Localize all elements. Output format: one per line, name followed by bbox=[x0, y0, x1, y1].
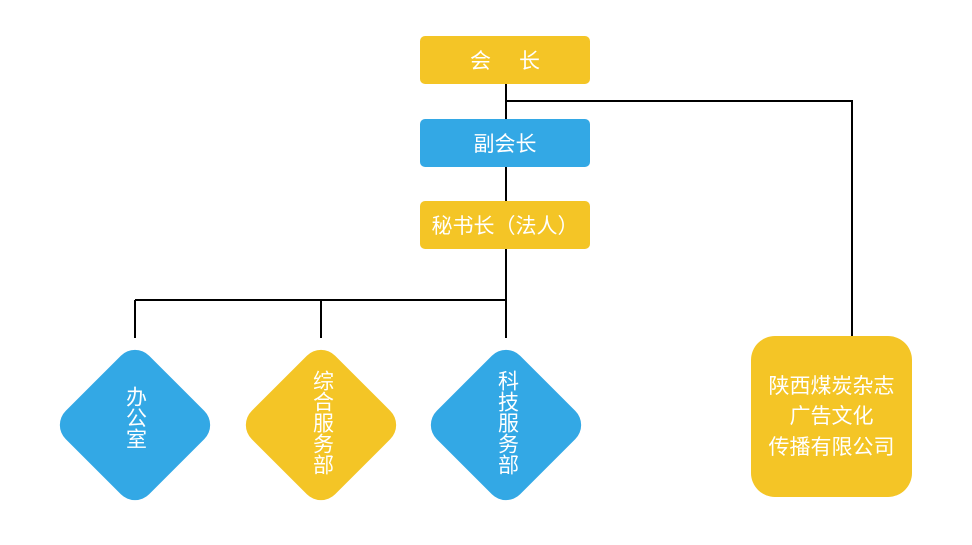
node-tech-services-shape[interactable] bbox=[423, 342, 590, 509]
node-vice-president-label: 副会长 bbox=[473, 132, 537, 156]
department-diamonds bbox=[52, 342, 590, 509]
node-vice-president[interactable]: 副会长 bbox=[420, 119, 590, 167]
node-secretary-general-label: 秘书长（法人） bbox=[431, 214, 579, 238]
connector-president-company bbox=[506, 100, 853, 336]
node-company-label-line2: 广告文化 bbox=[789, 404, 874, 429]
node-general-services-shape[interactable] bbox=[238, 342, 405, 509]
node-company-label-line1: 陕西煤炭杂志 bbox=[768, 373, 895, 398]
node-office-shape[interactable] bbox=[52, 342, 219, 509]
connector-lines bbox=[134, 84, 853, 338]
node-president[interactable]: 会长 bbox=[420, 36, 590, 84]
node-company-label-line3: 传播有限公司 bbox=[768, 434, 895, 459]
node-office-label: 办公室 bbox=[123, 385, 148, 449]
node-general-services-label: 综合服务部 bbox=[310, 369, 335, 475]
node-company-label: 陕西煤炭杂志 广告文化 传播有限公司 bbox=[769, 371, 895, 462]
node-president-label-part2: 长 bbox=[519, 49, 540, 73]
node-secretary-general[interactable]: 秘书长（法人） bbox=[420, 201, 590, 249]
node-company[interactable]: 陕西煤炭杂志 广告文化 传播有限公司 bbox=[751, 336, 912, 497]
node-tech-services-label: 科技服务部 bbox=[495, 369, 520, 475]
node-president-label-part1: 会 bbox=[470, 49, 491, 73]
